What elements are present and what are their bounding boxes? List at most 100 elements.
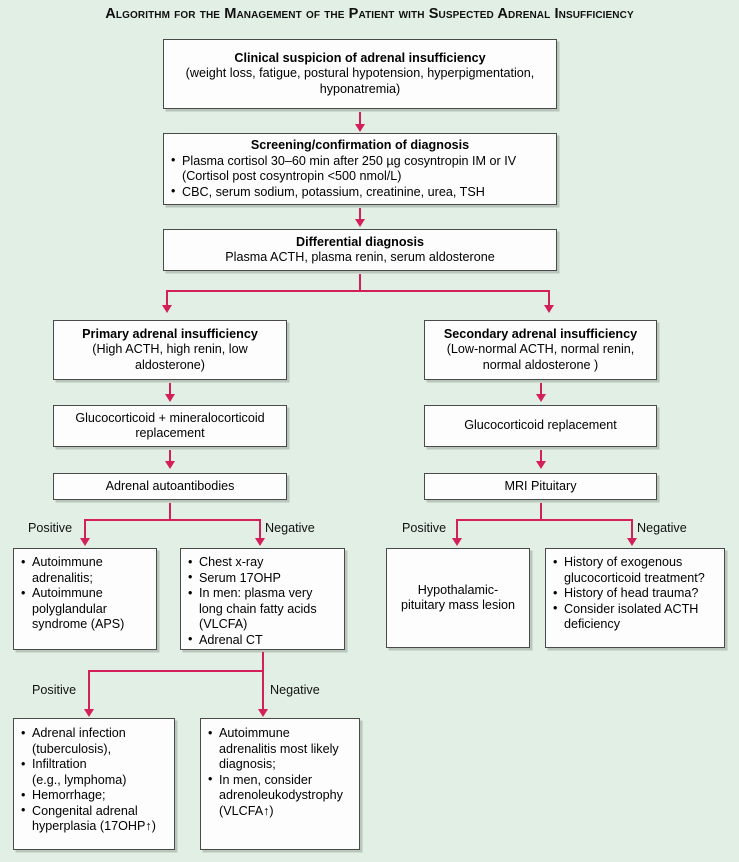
adrenal-infection-b3: Hemorrhage; [21,788,167,804]
node-mri-pituitary: MRI Pituitary [424,473,657,500]
autoimmune-adrenalitis-b2: Autoimmune [21,586,149,602]
clinical-suspicion-line3: hyponatremia) [319,81,401,96]
primary-ai-line2: (High ACTH, high renin, low [92,342,248,357]
autoimmune-likely-b1-cont1: adrenalitis most likely [219,741,339,756]
arrow-autoantibodies-positive [80,538,90,546]
node-chest-xray-workup: Chest x-ray Serum 17OHP In men: plasma v… [180,548,345,650]
chest-xray-b3-cont2: (VLCFA) [199,617,248,631]
autoimmune-adrenalitis-b1-cont: adrenalitis; [32,570,93,585]
adrenal-infection-b2-cont: (e.g., lymphoma) [32,772,127,787]
differential-line2: Plasma ACTH, plasma renin, serum aldoste… [225,250,495,264]
label-autoantibodies-negative: Negative [265,521,315,535]
chest-xray-workup-bullets: Chest x-ray Serum 17OHP In men: plasma v… [188,555,337,648]
screening-bullet-1: Plasma cortisol 30–60 min after 250 µg c… [171,153,549,170]
arrow-workup-positive [84,709,94,717]
secondary-ai-heading: Secondary adrenal insufficiency [443,326,638,341]
node-hypothalamic-mass-lesion: Hypothalamic- pituitary mass lesion [386,548,530,648]
arrow-workup-negative [257,709,268,717]
arrow-gcmc-to-autoantibodies [164,461,175,469]
history-workup-b1-cont: glucocorticoid treatment? [564,570,705,585]
hypothalamic-mass-line2: pituitary mass lesion [400,598,516,612]
chest-xray-b3: In men: plasma very [188,586,337,602]
gc-mc-line1: Glucocorticoid + mineralocorticoid [75,410,265,425]
arrow-mri-positive [452,538,462,546]
autoimmune-likely-b2-cont2: (VLCFA↑) [219,803,274,818]
connector-mri-left-drop [456,519,459,540]
history-workup-bullets: History of exogenous glucocorticoid trea… [553,555,717,633]
adrenal-autoantibodies-label: Adrenal autoantibodies [105,478,235,493]
arrow-to-secondary-ai [543,305,554,313]
autoimmune-adrenalitis-b2-cont1: polyglandular [32,601,107,616]
connector-mri-stem [539,503,543,521]
chest-xray-b4: Adrenal CT [188,632,337,649]
connector-primary-to-gcmc [168,383,172,396]
screening-bullets: Plasma cortisol 30–60 min after 250 µg c… [171,153,549,201]
screening-heading: Screening/confirmation of diagnosis [250,138,470,152]
primary-ai-heading: Primary adrenal insufficiency [82,326,258,341]
differential-heading: Differential diagnosis [295,234,425,249]
label-mri-negative: Negative [637,521,687,535]
arrow-primary-to-gcmc [164,394,175,402]
node-adrenal-autoantibodies: Adrenal autoantibodies [53,473,287,500]
secondary-ai-line3: normal aldosterone ) [482,357,599,372]
adrenal-infection-b2: Infiltration [21,757,167,773]
label-autoantibodies-positive: Positive [28,521,73,535]
autoimmune-likely-b2: In men, consider [208,772,352,789]
adrenal-infection-b1-cont: (tuberculosis), [32,741,112,756]
connector-autoantibodies-left-drop [84,519,87,540]
arrow-gc-to-mri [535,461,546,469]
connector-branch-bus [166,290,550,293]
node-adrenal-infection: Adrenal infection (tuberculosis), Infilt… [13,718,175,850]
autoimmune-adrenalitis-b1: Autoimmune [21,555,149,571]
gc-mc-line2: replacement [135,426,205,440]
node-gc-replacement: Glucocorticoid replacement [424,405,657,447]
adrenal-infection-b1: Adrenal infection [21,726,167,742]
adrenal-infection-b4-cont: hyperplasia (17OHP↑) [32,819,156,833]
arrow-to-primary-ai [162,305,172,313]
history-workup-b3: Consider isolated ACTH [553,601,717,618]
arrow-secondary-to-gc [535,394,546,402]
connector-screening-to-differential [358,208,362,221]
connector-gcmc-to-autoantibodies [168,450,172,463]
node-autoimmune-adrenalitis: Autoimmune adrenalitis; Autoimmune polyg… [13,548,157,650]
connector-mri-bus [456,519,633,522]
connector-workup-right-drop [261,670,265,711]
history-workup-b2: History of head trauma? [553,586,717,602]
clinical-suspicion-line2: (weight loss, fatigue, postural hypotens… [185,66,535,81]
autoimmune-likely-b2-cont1: adrenoleukodystrophy [219,788,343,802]
screening-bullet-2: CBC, serum sodium, potassium, creatinine… [171,184,549,201]
label-workup-negative: Negative [270,683,320,697]
mri-pituitary-label: MRI Pituitary [504,478,577,493]
primary-ai-line3: aldosterone) [134,357,205,372]
arrow-clinical-to-screening [354,124,365,132]
connector-autoantibodies-stem [168,503,172,521]
screening-bullet-1-cont: (Cortisol post cosyntropin <500 nmol/L) [182,169,402,183]
chest-xray-b1: Chest x-ray [188,555,337,571]
gc-replacement-label: Glucocorticoid replacement [464,418,617,433]
chest-xray-b2: Serum 17OHP [188,570,337,587]
node-history-workup: History of exogenous glucocorticoid trea… [545,548,725,648]
node-gc-mc-replacement: Glucocorticoid + mineralocorticoid repla… [53,405,287,447]
history-workup-b1: History of exogenous [553,555,717,571]
chest-xray-b3-cont1: long chain fatty acids [199,601,317,616]
autoimmune-adrenalitis-bullets: Autoimmune adrenalitis; Autoimmune polyg… [21,555,149,633]
connector-branch-left-drop [166,290,169,307]
autoimmune-likely-b1-cont2: diagnosis; [219,757,276,771]
node-differential-diagnosis: Differential diagnosis Plasma ACTH, plas… [163,229,557,271]
connector-autoantibodies-bus [84,519,261,522]
arrow-autoantibodies-negative [254,538,265,546]
hypothalamic-mass-line1: Hypothalamic- [417,582,499,597]
autoimmune-likely-bullets: Autoimmune adrenalitis most likely diagn… [208,726,352,819]
autoimmune-likely-b1: Autoimmune [208,726,352,742]
node-clinical-suspicion: Clinical suspicion of adrenal insufficie… [163,39,557,109]
connector-gc-to-mri [539,450,543,463]
arrow-screening-to-differential [354,219,365,227]
connector-workup-left-drop [88,670,91,711]
secondary-ai-line2: (Low-normal ACTH, normal renin, [446,342,635,357]
connector-secondary-to-gc [539,383,543,396]
page-title: Algorithm for the Management of the Pati… [105,6,634,22]
autoimmune-adrenalitis-b2-cont2: syndrome (APS) [32,617,125,631]
connector-clinical-to-screening [358,112,362,126]
node-primary-adrenal-insufficiency: Primary adrenal insufficiency (High ACTH… [53,320,287,380]
